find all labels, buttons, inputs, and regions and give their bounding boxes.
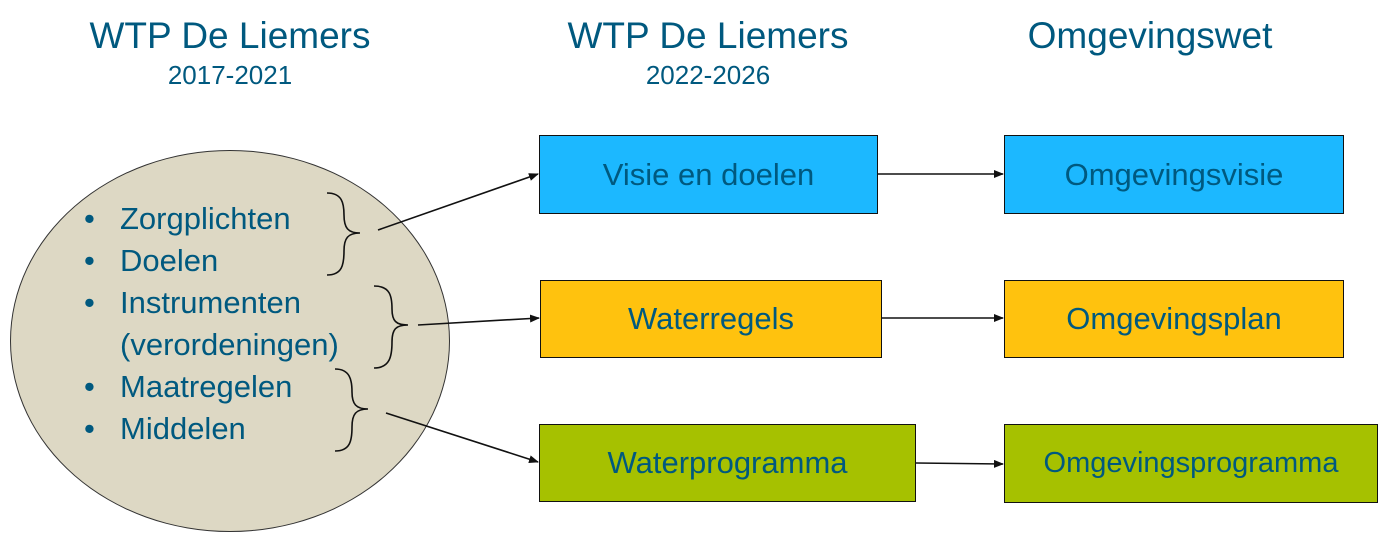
header-wtp-2017: WTP De Liemers 2017-2021	[40, 15, 420, 91]
box-omgevingsplan: Omgevingsplan	[1004, 280, 1344, 358]
box-waterregels: Waterregels	[540, 280, 882, 358]
bullet-icon: •	[84, 411, 95, 446]
bullet-icon: •	[84, 285, 95, 320]
list-item: (verordeningen)	[120, 327, 339, 362]
header-subtitle: 2022-2026	[645, 60, 771, 90]
arrow-zorgplichten-to-visie	[377, 173, 539, 231]
box-omgevingsvisie: Omgevingsvisie	[1004, 135, 1344, 214]
header-subtitle: 2017-2021	[167, 60, 293, 90]
wtp-2017-list: •Zorgplichten •Doelen •Instrumenten (ver…	[84, 198, 339, 450]
list-item: •Doelen	[84, 240, 339, 282]
list-item: •Maatregelen	[84, 366, 339, 408]
list-item: •Middelen	[84, 408, 339, 450]
wtp-2017-circle	[10, 150, 450, 532]
header-title: Omgevingswet	[1027, 15, 1273, 56]
box-omgevingsprogramma: Omgevingsprogramma	[1004, 424, 1378, 503]
bullet-icon: •	[84, 369, 95, 404]
header-title: WTP De Liemers	[89, 15, 371, 56]
list-item: •Instrumenten	[84, 282, 339, 324]
bullet-icon: •	[84, 243, 95, 278]
header-title: WTP De Liemers	[567, 15, 849, 56]
arrow-instrumenten-to-waterregels	[417, 314, 540, 326]
bullet-icon: •	[84, 201, 95, 236]
brace-3	[334, 368, 369, 452]
header-wtp-2022: WTP De Liemers 2022-2026	[518, 15, 898, 91]
box-visie-en-doelen: Visie en doelen	[539, 135, 878, 214]
list-item: •Zorgplichten	[84, 198, 339, 240]
arrow-maatregelen-to-waterprogramma	[385, 412, 539, 464]
box-waterprogramma: Waterprogramma	[539, 424, 916, 502]
brace-2	[373, 285, 409, 369]
header-omgevingswet: Omgevingswet	[960, 16, 1340, 56]
arrow-waterprogramma-to-omgevingsprogramma	[915, 459, 1004, 468]
brace-1	[326, 192, 361, 276]
